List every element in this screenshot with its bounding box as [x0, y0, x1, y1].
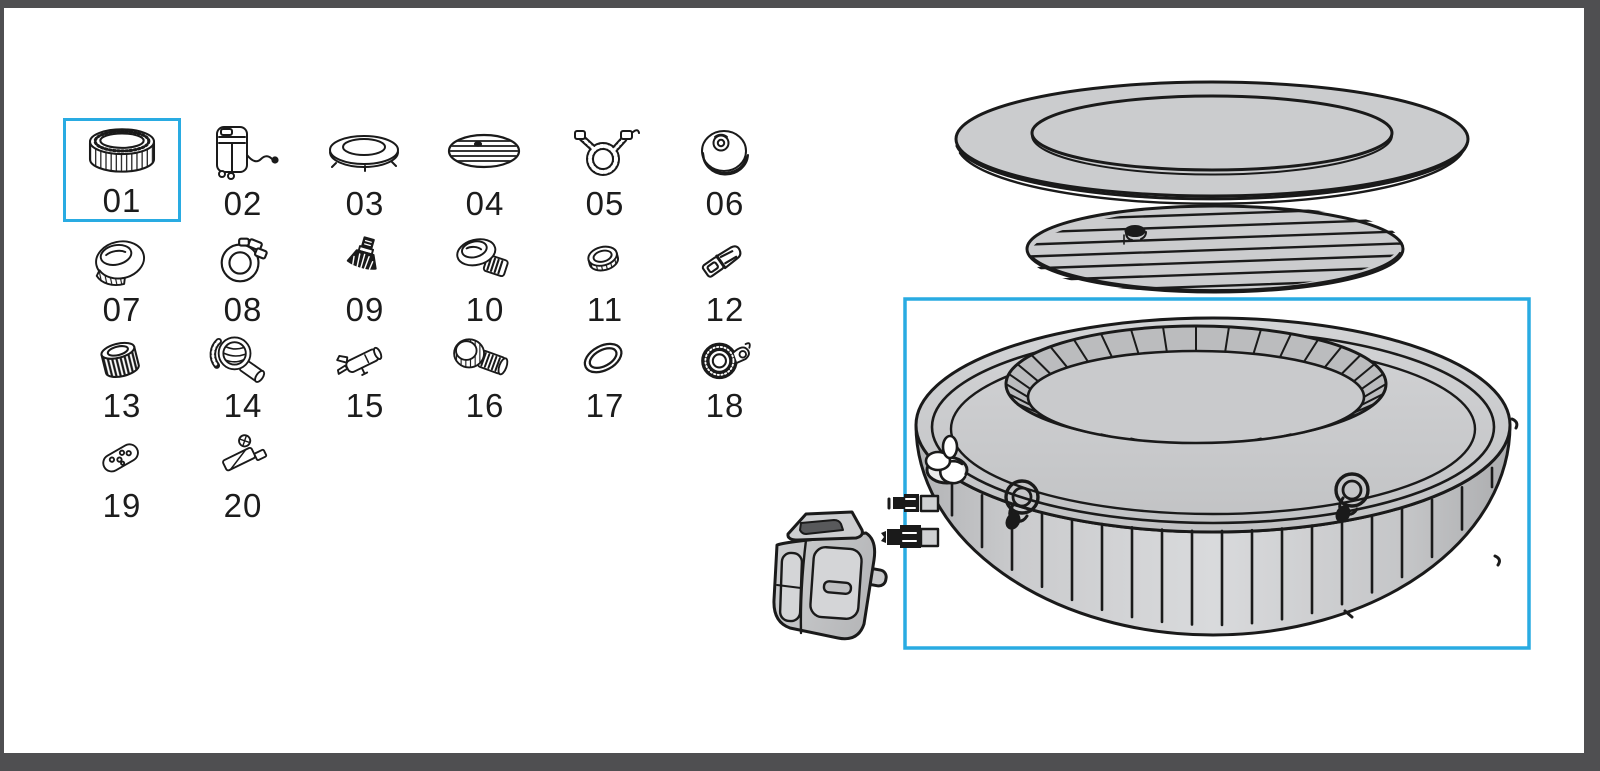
- buckle-clip-icon: [666, 228, 784, 293]
- part-number-label: 13: [102, 387, 142, 424]
- part-cell-09[interactable]: 09: [306, 228, 424, 328]
- coupling-lower: [881, 525, 940, 548]
- strainer-elbow-icon: [184, 328, 302, 389]
- tub-foot-mark: [1343, 609, 1354, 619]
- threaded-connector-icon: [426, 328, 544, 389]
- part-number-label: 14: [223, 387, 263, 424]
- spa-inflatable-lid: [1025, 204, 1405, 294]
- part-cell-16[interactable]: 16: [426, 328, 544, 424]
- part-number-label: 08: [223, 291, 263, 328]
- part-cell-11[interactable]: 11: [546, 228, 664, 328]
- check-valve-icon: [184, 426, 302, 489]
- part-cell-10[interactable]: 10: [426, 228, 544, 328]
- part-cell-05[interactable]: 05: [546, 118, 664, 222]
- part-number-label: 17: [585, 387, 625, 424]
- o-ring-seal-icon: [546, 328, 664, 389]
- wrench-tool-icon: [306, 328, 424, 389]
- part-number-label: 10: [465, 291, 505, 328]
- part-number-label: 15: [345, 387, 385, 424]
- jet-fitting-right: [1334, 472, 1370, 523]
- part-number-label: 02: [223, 185, 263, 222]
- tub-right-tab-lower: [1493, 554, 1501, 567]
- part-cell-13[interactable]: 13: [63, 328, 181, 424]
- part-number-label: 04: [465, 185, 505, 222]
- part-cell-07[interactable]: 07: [63, 228, 181, 328]
- part-number-label: 09: [345, 291, 385, 328]
- inflatable-tub-ring-icon: [66, 120, 178, 184]
- tub-inner-ribs: [1005, 325, 1387, 442]
- lid-valve: [1123, 225, 1147, 245]
- filter-housing-cap-icon: [666, 118, 784, 187]
- part-number-label: 12: [705, 291, 745, 328]
- part-number-label: 01: [102, 182, 142, 219]
- spa-tub-body: [881, 316, 1519, 637]
- tub-right-tab-upper: [1510, 417, 1519, 430]
- part-number-label: 20: [223, 487, 263, 524]
- exploded-spa-diagram: [772, 80, 1531, 650]
- air-valve-nozzle-icon: [306, 228, 424, 293]
- part-cell-17[interactable]: 17: [546, 328, 664, 424]
- part-cell-19[interactable]: 19: [63, 426, 181, 524]
- part-cell-20[interactable]: 20: [184, 426, 302, 524]
- part-cell-12[interactable]: 12: [666, 228, 784, 328]
- filter-cartridge-icon: [63, 328, 181, 389]
- part-cell-03[interactable]: 03: [306, 118, 424, 222]
- tub-highlight-box[interactable]: [903, 297, 1531, 650]
- valve-cap-icon: [63, 228, 181, 293]
- part-number-label: 06: [705, 185, 745, 222]
- part-cell-01[interactable]: 01: [63, 118, 181, 222]
- clamp-ring-icon: [184, 228, 302, 293]
- part-cell-04[interactable]: 04: [426, 118, 544, 222]
- lock-nut-icon: [546, 228, 664, 293]
- part-number-label: 19: [102, 487, 142, 524]
- drain-valve: [924, 434, 969, 485]
- remote-control-icon: [63, 426, 181, 489]
- inflatable-lid-bladder-icon: [426, 118, 544, 187]
- part-cell-08[interactable]: 08: [184, 228, 302, 328]
- coupling-upper: [887, 494, 940, 513]
- part-number-label: 11: [586, 291, 624, 328]
- strap-coil-icon: [666, 328, 784, 389]
- part-number-label: 05: [585, 185, 625, 222]
- part-number-label: 16: [465, 387, 505, 424]
- pump-with-cord-icon: [184, 118, 302, 187]
- inflation-hose-icon: [546, 118, 664, 187]
- part-cell-18[interactable]: 18: [666, 328, 784, 424]
- part-number-label: 03: [345, 185, 385, 222]
- part-number-label: 07: [102, 291, 142, 328]
- part-cell-02[interactable]: 02: [184, 118, 302, 222]
- lid-ring-cover-icon: [306, 118, 424, 187]
- part-number-label: 18: [705, 387, 745, 424]
- part-cell-15[interactable]: 15: [306, 328, 424, 424]
- pump-unit: [772, 510, 888, 641]
- threaded-adapter-icon: [426, 228, 544, 293]
- part-cell-14[interactable]: 14: [184, 328, 302, 424]
- jet-fitting-left: [1004, 479, 1040, 530]
- part-cell-06[interactable]: 06: [666, 118, 784, 222]
- tub-outer-ribs: [950, 466, 1494, 627]
- spa-cover-top: [954, 80, 1470, 205]
